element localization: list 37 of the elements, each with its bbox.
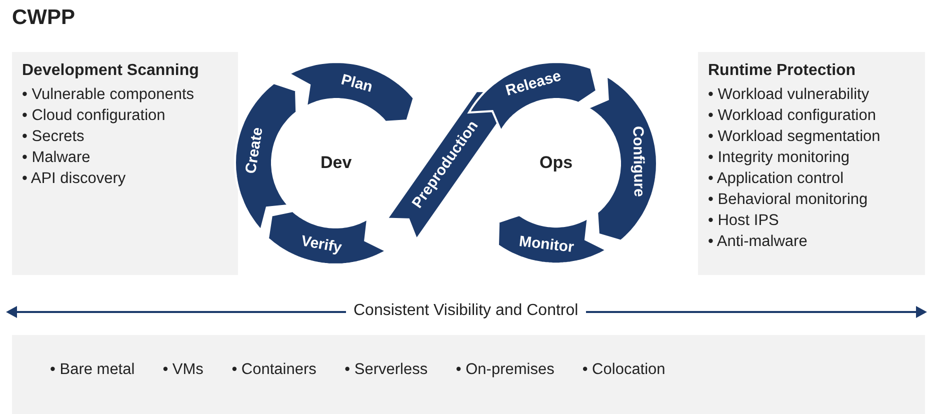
list-item: • Workload vulnerability (708, 85, 870, 105)
loop-center-label: Ops (540, 153, 573, 173)
list-item: • Cloud configuration (22, 106, 166, 126)
segment-label: Configure (629, 126, 648, 198)
list-item: • Workload configuration (708, 106, 877, 126)
list-item: • Workload segmentation (708, 127, 882, 147)
list-item: • Integrity monitoring (708, 148, 851, 168)
panel-heading: Development Scanning (22, 62, 199, 80)
list-item: • Anti-malware (708, 232, 808, 252)
list-item: • VMs (162, 360, 204, 380)
list-item: • Vulnerable components (22, 85, 196, 105)
list-item: • Host IPS (708, 211, 780, 231)
segment-label: Verify (300, 232, 344, 256)
process-arrow-segment (288, 62, 414, 122)
process-arrow-segment (268, 210, 386, 264)
diagram-title: CWPP (12, 6, 75, 30)
loop-center-label: Dev (320, 153, 352, 173)
list-item: • Colocation (582, 360, 666, 380)
segment-label: Monitor (518, 233, 575, 256)
process-arrow-segment (235, 83, 297, 231)
list-item: • Containers (232, 360, 317, 380)
list-item: • Behavioral monitoring (708, 190, 869, 210)
process-arrow-segment (498, 215, 606, 264)
list-item: • On-premises (456, 360, 554, 380)
list-item: • Secrets (22, 127, 86, 147)
arrow-label: Consistent Visibility and Control (346, 302, 586, 320)
info-panel (12, 52, 238, 275)
list-item: • API discovery (22, 169, 127, 189)
list-item: • Bare metal (50, 360, 135, 380)
segment-label: Plan (340, 70, 375, 96)
list-item: • Application control (708, 169, 845, 189)
panel-heading: Runtime Protection (708, 62, 856, 80)
list-item: • Serverless (344, 360, 428, 380)
process-arrow-segment (588, 76, 657, 240)
list-item: • Malware (22, 148, 92, 168)
segment-label: Create (242, 126, 266, 174)
segment-label: Release (504, 68, 563, 100)
